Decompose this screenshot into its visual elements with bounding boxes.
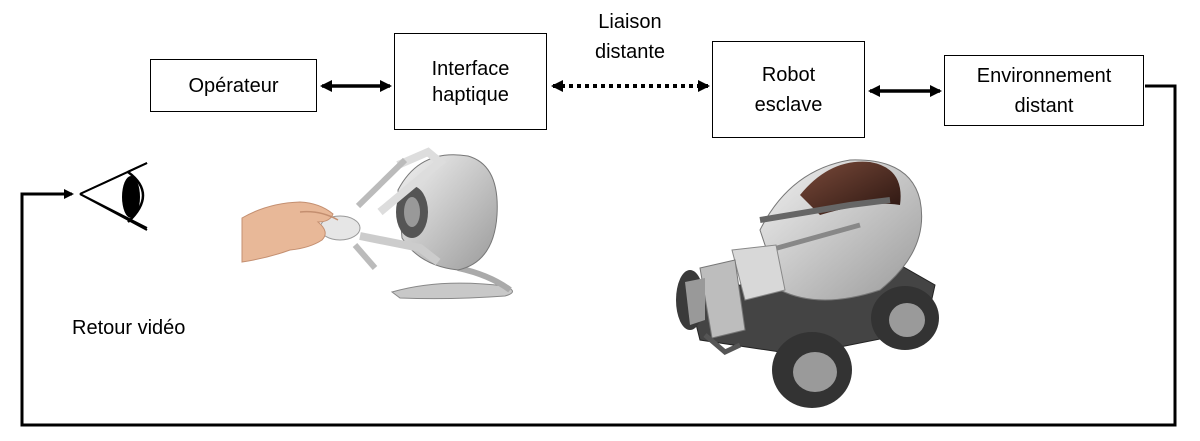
remote-link-label-line2: distante [594,41,666,63]
remote-link-label: Liaison distante [570,9,690,65]
eye-icon [79,162,148,231]
remote-link-label-line1: Liaison [598,11,662,33]
slave-robot-photo [676,159,939,408]
remote-environment-label-line1: Environnement [976,64,1112,87]
haptic-interface-label-line2: haptique [432,83,509,106]
operator-label: Opérateur [188,74,279,97]
operator-box: Opérateur [150,59,317,112]
haptic-device-photo [241,147,513,300]
slave-robot-label-line1: Robot [761,63,816,86]
remote-environment-label-line2: distant [1014,94,1074,117]
video-feedback-loop [20,84,1177,427]
haptic-interface-label-line1: Interface [431,57,510,80]
slave-robot-label-line2: esclave [754,93,823,116]
remote-environment-box: Environnement distant [944,55,1144,126]
video-feedback-label: Retour vidéo [72,317,186,339]
slave-robot-box: Robot esclave [712,41,865,138]
haptic-interface-box: Interface haptique [394,33,547,130]
